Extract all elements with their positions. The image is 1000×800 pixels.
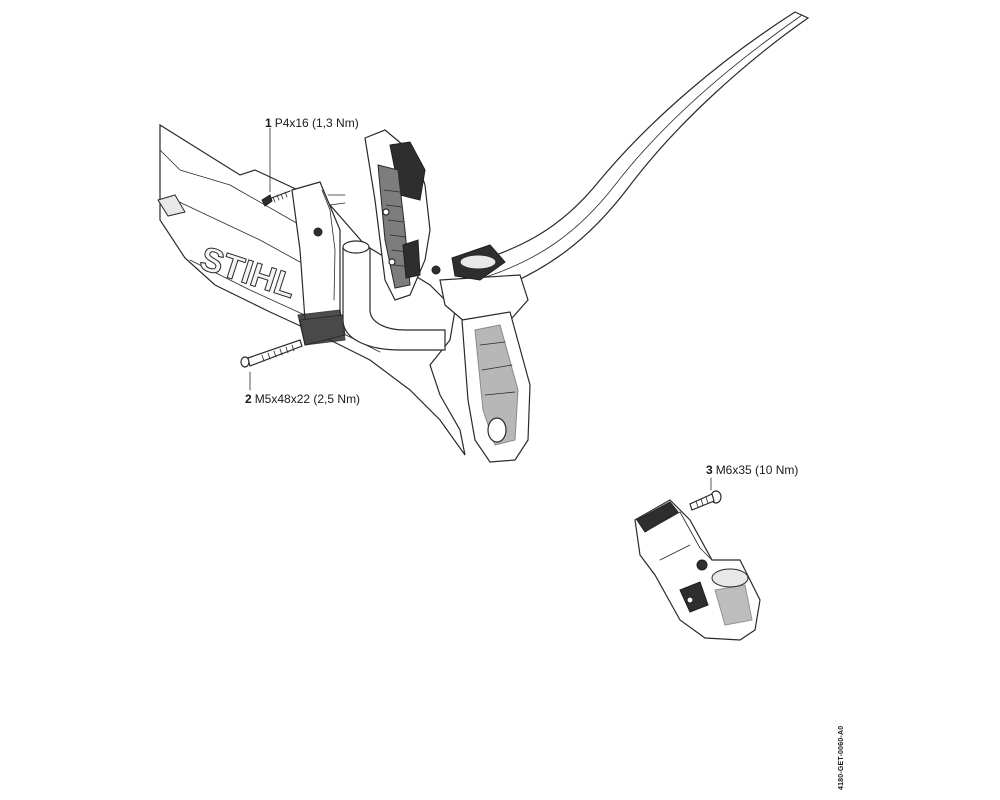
- callout-3-number: 3: [706, 463, 713, 477]
- left-handle-shell: [291, 181, 346, 346]
- callout-1-number: 1: [265, 116, 272, 130]
- handlebar-clamp: [439, 244, 529, 323]
- leader-lines: [249, 127, 712, 491]
- right-handle-shell: [364, 129, 441, 301]
- callout-2-label: M5x48x22 (2,5 Nm): [254, 392, 361, 406]
- screw-2-drawing: [240, 339, 303, 368]
- tube-post: [342, 240, 446, 351]
- screw-3-drawing: [689, 490, 722, 511]
- lower-grip-arm: [461, 311, 531, 463]
- handlebar-tube: [453, 11, 810, 297]
- callout-1-label: P4x16 (1,3 Nm): [274, 116, 359, 130]
- screw-1-drawing: [261, 190, 291, 207]
- callout-3-label: M6x35 (10 Nm): [715, 463, 799, 477]
- document-id: 4180-GET-0060-A0: [838, 725, 845, 790]
- callout-2-number: 2: [245, 392, 252, 406]
- gear-head-detail: [634, 499, 761, 641]
